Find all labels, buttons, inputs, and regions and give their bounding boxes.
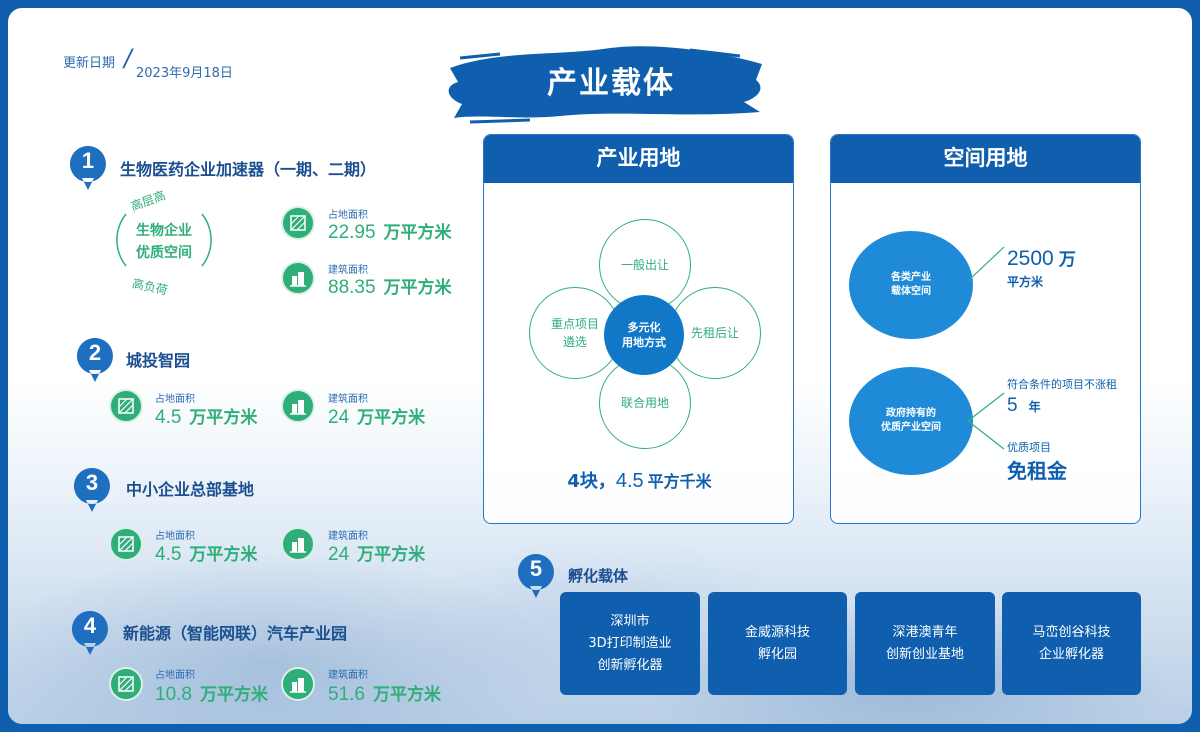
- space-value: 2500 万: [1007, 247, 1076, 270]
- space-land-panel: 空间用地 各类产业载体空间 2500 万 平方米 政府持有的优质产业空间 符合条…: [830, 134, 1141, 524]
- metric-label: 建筑面积: [328, 670, 368, 681]
- ring-arc-icon: [116, 213, 212, 267]
- incubation-title: 孵化载体: [568, 567, 629, 585]
- section-2-title: 城投智园: [126, 351, 191, 370]
- section-5-pin: 5: [516, 552, 556, 598]
- panel-title: 空间用地: [831, 135, 1140, 183]
- incubator-card[interactable]: 深港澳青年创新创业基地: [855, 592, 995, 695]
- slash-divider: /: [121, 44, 135, 72]
- map-pin-icon: [517, 554, 554, 598]
- ring-center-text: 生物企业 优质空间: [136, 223, 192, 261]
- section-4-title: 新能源（智能网联）汽车产业园: [123, 624, 348, 643]
- rent-free-text: 免租金: [1007, 459, 1067, 483]
- page-title: 产业载体: [547, 66, 675, 101]
- map-pin-icon: [69, 146, 106, 190]
- section-1-title: 生物医药企业加速器（一期、二期）: [120, 160, 377, 179]
- connector-line: [967, 392, 1005, 450]
- section-3-title: 中小企业总部基地: [126, 480, 255, 499]
- section-1-pin: 1: [68, 144, 108, 190]
- metric-label: 建筑面积: [328, 265, 368, 276]
- section-2-pin: 2: [75, 336, 115, 382]
- map-pin-icon: [71, 611, 108, 655]
- panel-title: 产业用地: [484, 135, 793, 183]
- section-4-pin: 4: [70, 609, 110, 655]
- update-label: 更新日期: [63, 56, 116, 71]
- land-area-icon: [281, 206, 315, 240]
- condition-quality-project: 优质项目: [1007, 441, 1051, 454]
- diversified-land-center: 多元化用地方式: [604, 295, 684, 375]
- land-area-icon: [109, 667, 143, 701]
- metric-label: 占地面积: [155, 394, 195, 405]
- land-area-icon: [109, 527, 143, 561]
- metric-label: 建筑面积: [328, 394, 368, 405]
- update-date: 2023年9月18日: [136, 66, 233, 81]
- map-pin-icon: [73, 468, 110, 512]
- building-area-icon: [281, 389, 315, 423]
- industrial-space-circle: 各类产业载体空间: [849, 231, 973, 339]
- metric-label: 占地面积: [155, 531, 195, 542]
- building-area-icon: [281, 667, 315, 701]
- building-area-icon: [281, 261, 315, 295]
- metric-label: 建筑面积: [328, 531, 368, 542]
- metric-label: 占地面积: [155, 670, 195, 681]
- building-area-icon: [281, 527, 315, 561]
- land-area-icon: [109, 389, 143, 423]
- metric-label: 占地面积: [328, 210, 368, 221]
- space-value-unit: 平方米: [1007, 275, 1044, 289]
- condition-years: 5 年: [1007, 395, 1041, 416]
- brush-stroke-icon: [448, 46, 762, 124]
- incubator-card[interactable]: 金威源科技孵化园: [708, 592, 847, 695]
- incubator-card[interactable]: 马峦创谷科技企业孵化器: [1002, 592, 1141, 695]
- condition-no-rent-increase: 符合条件的项目不涨租: [1007, 378, 1117, 391]
- government-space-circle: 政府持有的优质产业空间: [849, 367, 973, 475]
- section-3-pin: 3: [72, 466, 112, 512]
- connector-line: [967, 246, 1005, 282]
- option-lease-then-transfer: 先租后让: [669, 287, 761, 379]
- industrial-land-panel: 产业用地 一般出让 重点项目遴选 先租后让 联合用地 多元化用地方式 4块，4.…: [483, 134, 794, 524]
- map-pin-icon: [76, 338, 113, 382]
